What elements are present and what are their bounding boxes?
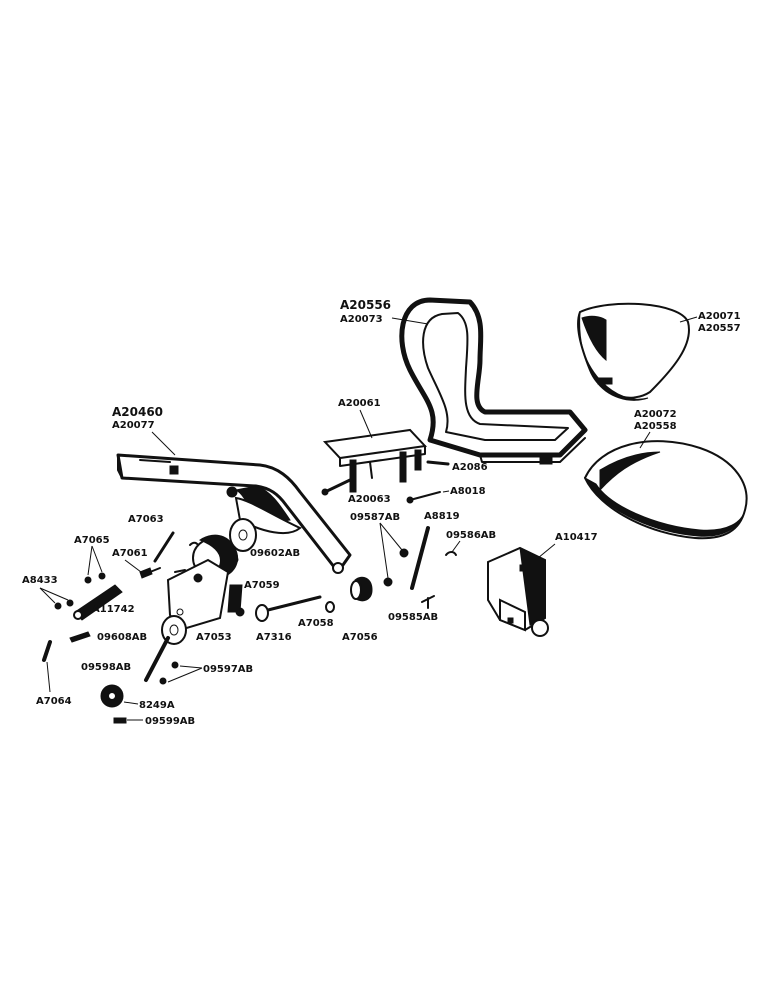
rod-a7316 [255,595,322,622]
label-a20072: A20072 [634,409,677,420]
link-a11742 [73,584,123,621]
label-a10417: A10417 [555,532,598,543]
label-a20556: A20556 [340,298,391,312]
cotter-09585ab [421,595,435,609]
label-a20460: A20460 [112,405,163,419]
screw-a8433 [54,599,74,610]
washer-09602ab [229,518,257,552]
washer-a7058 [325,601,335,613]
screw-09599ab [113,717,127,724]
disc-shaft [144,615,187,682]
pin-a8819 [410,526,430,590]
label-a7063: A7063 [128,514,164,525]
knob-a7056 [350,576,373,602]
label-09598ab: 09598AB [81,662,131,673]
clip-09608ab [69,631,91,643]
plate-a7053 [166,558,230,632]
label-a8819: A8819 [424,511,460,522]
label-a20071: A20071 [698,311,741,322]
screw-a8018 [406,491,441,504]
back-cushion-part [577,302,690,401]
knob-8249a [100,684,124,708]
label-8249a: 8249A [139,700,175,711]
label-a20558: A20558 [634,421,677,432]
label-a20063: A20063 [348,494,391,505]
label-09599ab: 09599AB [145,716,195,727]
label-09586ab: 09586AB [446,530,496,541]
bracket-a10417 [487,546,549,637]
label-a8433: A8433 [22,575,58,586]
label-09585ab: 09585AB [388,612,438,623]
label-a20061: A20061 [338,398,381,409]
label-a20077: A20077 [112,420,155,431]
screw-a7061 [139,567,161,579]
bracket-plate-part [322,428,428,493]
arm-link [227,584,243,613]
seat-frame-part [399,297,588,465]
label-a7064: A7064 [36,696,72,707]
label-a7316: A7316 [256,632,292,643]
bolt-a2086 [426,460,450,466]
label-09587ab: 09587AB [350,512,400,523]
label-09597ab: 09597AB [203,664,253,675]
label-09602ab: 09602AB [250,548,300,559]
label-a7058: A7058 [298,618,334,629]
label-a7065: A7065 [74,535,110,546]
label-a7053: A7053 [196,632,232,643]
screw-09597ab [159,661,179,685]
label-a20557: A20557 [698,323,741,334]
label-a8018: A8018 [450,486,486,497]
label-09608ab: 09608AB [97,632,147,643]
label-a7056: A7056 [342,632,378,643]
pin-a7064 [42,640,52,662]
label-a7059: A7059 [244,580,280,591]
screw-a7065 [84,572,106,584]
bolt-a20063 [321,478,352,496]
rod-a7063 [153,531,175,563]
support-bar-part [116,453,352,574]
label-a2086: A2086 [452,462,488,473]
label-a11742: A11742 [92,604,135,615]
label-a7061: A7061 [112,548,148,559]
nut-09587ab [383,548,409,587]
seat-cushion-part [583,440,748,540]
label-a20073: A20073 [340,314,383,325]
